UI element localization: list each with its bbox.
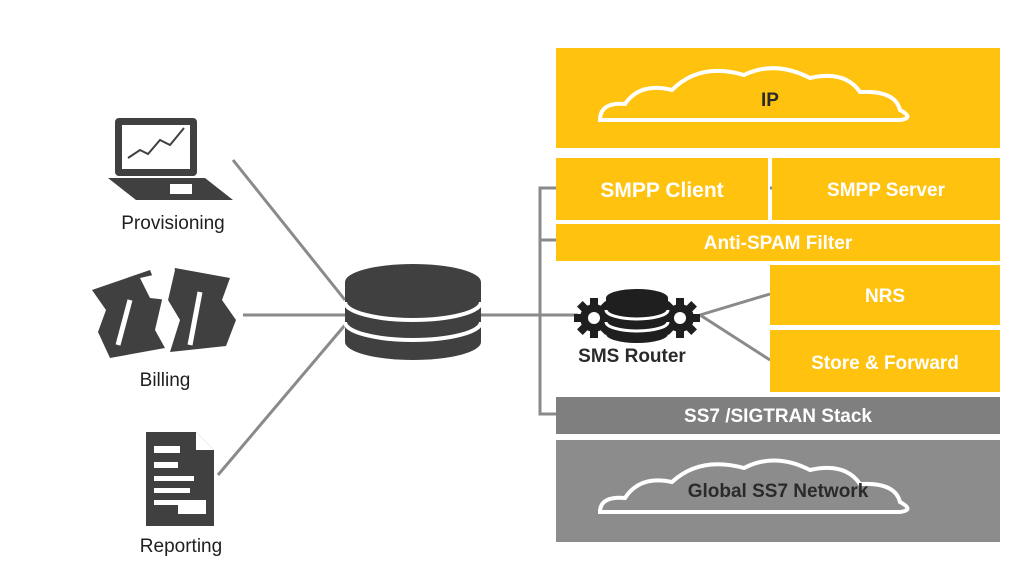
database-icon	[343, 264, 483, 360]
smpp-client-block	[556, 158, 768, 220]
source-label-reporting: Reporting	[140, 536, 222, 557]
anti-spam-label: Anti-SPAM Filter	[704, 233, 853, 254]
store-forward-label: Store & Forward	[811, 353, 959, 374]
database-gears-icon	[574, 289, 700, 343]
connector-provisioning	[231, 159, 347, 301]
anti-spam-block	[556, 224, 1000, 261]
laptop-chart-icon	[108, 118, 233, 200]
global-network-label: Global SS7 Network	[688, 481, 869, 502]
connector-router-nrs	[699, 292, 771, 317]
torn-bill-icon	[92, 268, 236, 358]
connector-router-sf	[699, 313, 771, 362]
ss7-stack-label: SS7 /SIGTRAN Stack	[684, 406, 872, 427]
source-label-provisioning: Provisioning	[121, 213, 225, 234]
sms-router-label: SMS Router	[578, 346, 686, 367]
source-connectors	[216, 159, 772, 476]
ip-cloud-icon	[597, 66, 910, 122]
smpp-server-block	[772, 158, 1000, 220]
ss7-stack-block	[556, 397, 1000, 434]
smpp-client-label: SMPP Client	[600, 179, 723, 202]
ip-label: IP	[761, 90, 779, 111]
report-document-icon	[146, 432, 214, 526]
global-network-cloud-icon	[597, 458, 910, 514]
nrs-block	[770, 265, 1000, 325]
connector-reporting	[216, 324, 347, 476]
source-label-billing: Billing	[140, 370, 191, 391]
store-forward-block	[770, 330, 1000, 392]
nrs-label: NRS	[865, 286, 905, 307]
connector-bracket	[538, 186, 556, 416]
smpp-server-label: SMPP Server	[827, 180, 946, 201]
